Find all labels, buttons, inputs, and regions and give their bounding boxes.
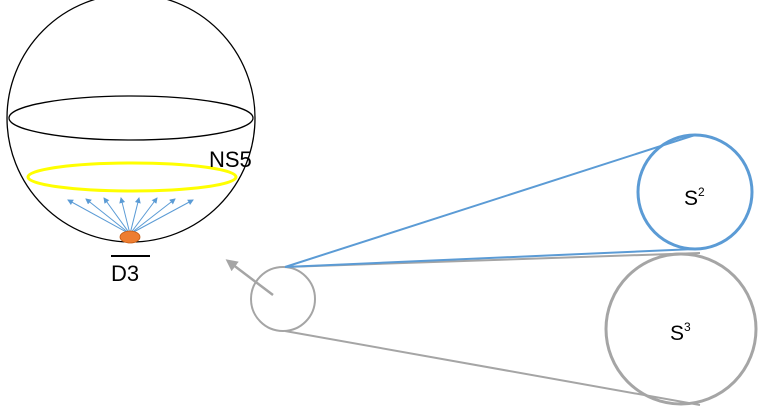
sphere-group: NS5 D3 <box>6 0 256 286</box>
s3-label-exponent: 3 <box>684 320 691 334</box>
s2-cone-lower-edge <box>284 248 696 268</box>
ns5-brane-ring <box>26 161 238 193</box>
flux-arrow <box>67 199 131 235</box>
s3-cone <box>284 252 701 406</box>
flux-arrow <box>119 197 131 235</box>
s3-label: S3 <box>670 320 691 345</box>
s3-sphere <box>604 252 758 406</box>
flux-arrow <box>129 197 158 235</box>
s2-label: S2 <box>684 185 705 210</box>
s3-cone-lower-edge <box>284 330 701 406</box>
flux-arrow <box>129 199 194 235</box>
flux-arrow <box>85 198 131 235</box>
d3-point <box>119 230 141 244</box>
flux-arrow <box>129 197 141 235</box>
flux-arrow <box>129 198 176 235</box>
sphere-outline <box>6 0 256 243</box>
flux-arrow <box>103 197 131 235</box>
s2-label-exponent: 2 <box>698 185 705 199</box>
equator-ellipse <box>8 95 254 141</box>
s2-cone <box>284 134 696 268</box>
flux-arrow-fan <box>67 197 194 235</box>
s2-label-base: S <box>684 187 698 210</box>
base-circle <box>250 266 316 332</box>
ns5-label: NS5 <box>209 147 252 172</box>
s2-cone-upper-edge <box>284 134 696 268</box>
s3-label-base: S <box>670 322 684 345</box>
pointer-arrow <box>225 259 274 296</box>
d3-label: D3 <box>111 261 139 286</box>
s2-sphere <box>636 133 754 251</box>
